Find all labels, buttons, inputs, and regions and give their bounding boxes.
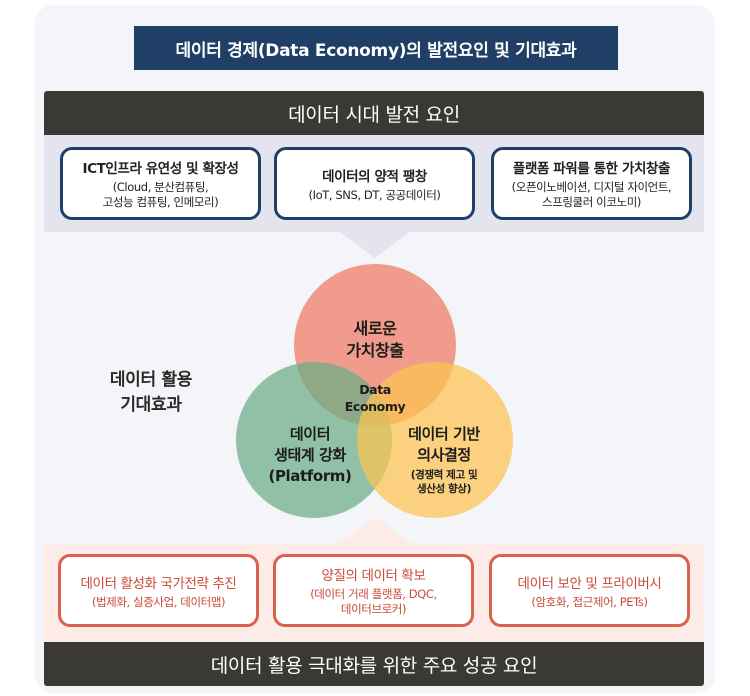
venn-center-line: Data: [359, 382, 391, 397]
driver-card-ict: ICT인프라 유연성 및 확장성 (Cloud, 분산컴퓨팅, 고성능 컴퓨팅,…: [60, 147, 261, 220]
factor-card-national-strategy: 데이터 활성화 국가전략 추진 (법제화, 실증사업, 데이터맵): [58, 554, 259, 627]
page-title: 데이터 경제(Data Economy)의 발전요인 및 기대효과: [134, 26, 618, 70]
venn-right-line: 의사결정: [417, 446, 471, 464]
factor-card-security: 데이터 보안 및 프라이버시 (암호화, 접근제어, PETs): [489, 554, 690, 627]
driver-card-sub: (오픈이노베이션, 디지털 자이언트,: [511, 180, 672, 195]
factor-card-sub: (데이터 거래 플랫폼, DQC,: [310, 587, 437, 602]
factor-card-data-quality: 양질의 데이터 확보 (데이터 거래 플랫폼, DQC, 데이터브로커): [273, 554, 474, 627]
factor-card-sub: (법제화, 실증사업, 데이터맵): [91, 594, 226, 609]
venn-circle-decision: [357, 362, 513, 518]
driver-card-sub: (Cloud, 분산컴퓨팅,: [112, 180, 209, 195]
down-arrow: [340, 232, 410, 258]
venn-top-line: 새로운: [353, 319, 397, 338]
drivers-header: 데이터 시대 발전 요인: [44, 91, 704, 135]
venn-left-label: 데이터 생태계 강화 (Platform): [250, 424, 370, 487]
driver-card-title: 데이터의 양적 팽창: [322, 168, 427, 185]
venn-left-line: 생태계 강화: [274, 446, 346, 464]
driver-card-sub: 고성능 컴퓨팅, 인메모리): [102, 195, 219, 209]
factor-card-title: 데이터 활성화 국가전략 추진: [80, 575, 237, 592]
driver-card-sub: 스프링쿨러 이코노미): [542, 195, 641, 209]
factor-card-title: 데이터 보안 및 프라이버시: [517, 575, 662, 592]
venn-right-line: 데이터 기반: [408, 425, 480, 443]
venn-right-sub: 생산성 향상): [417, 483, 471, 496]
effects-side-label: 데이터 활용 기대효과: [96, 368, 206, 417]
venn-right-label: 데이터 기반 의사결정 (경쟁력 제고 및 생산성 향상): [384, 424, 504, 496]
side-label-line: 데이터 활용: [109, 370, 193, 390]
side-label-line: 기대효과: [120, 394, 182, 415]
up-arrow: [340, 517, 410, 543]
venn-top-label: 새로운 가치창출: [315, 318, 435, 363]
factor-card-title: 양질의 데이터 확보: [321, 568, 426, 585]
driver-card-title: 플랫폼 파워를 통한 가치창출: [512, 161, 671, 178]
driver-card-data-volume: 데이터의 양적 팽창 (IoT, SNS, DT, 공공데이터): [274, 147, 475, 220]
venn-center-label: Data Economy: [335, 382, 415, 416]
venn-left-line: 데이터: [289, 425, 331, 443]
venn-circle-ecosystem: [236, 362, 392, 518]
driver-card-title: ICT인프라 유연성 및 확장성: [82, 161, 239, 178]
driver-card-sub: (IoT, SNS, DT, 공공데이터): [308, 187, 441, 202]
venn-center-line: Economy: [344, 398, 406, 414]
factor-card-sub: 데이터브로커): [340, 602, 407, 616]
venn-right-sub: (경쟁력 제고 및: [410, 469, 478, 481]
venn-left-line: (Platform): [268, 467, 352, 485]
venn-top-line: 가치창출: [346, 341, 404, 361]
success-factors-header: 데이터 활용 극대화를 위한 주요 성공 요인: [44, 642, 704, 686]
factor-card-sub: (암호화, 접근제어, PETs): [531, 594, 648, 609]
driver-card-platform: 플랫폼 파워를 통한 가치창출 (오픈이노베이션, 디지털 자이언트, 스프링쿨…: [491, 147, 692, 220]
